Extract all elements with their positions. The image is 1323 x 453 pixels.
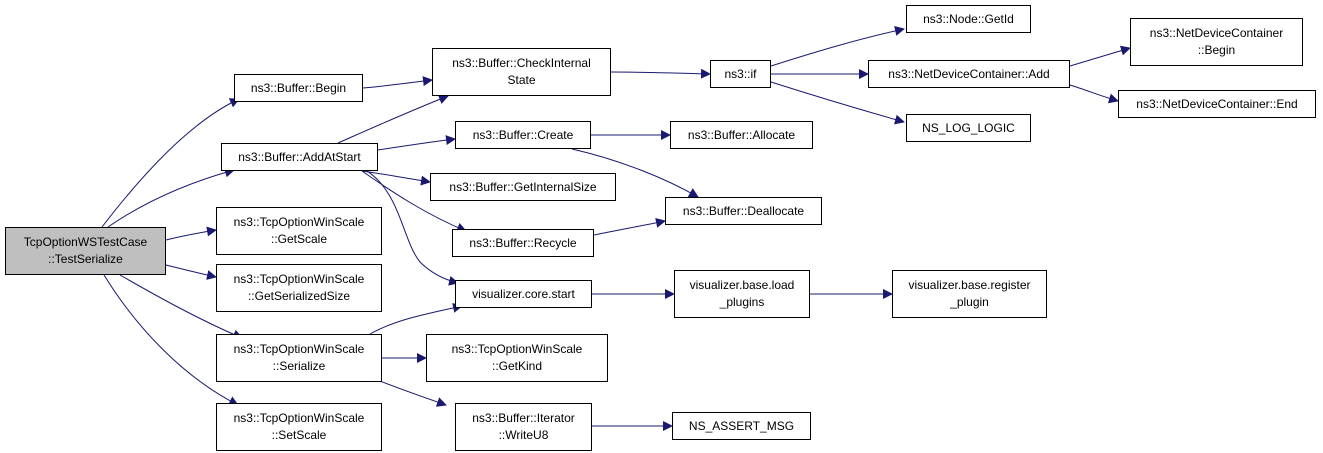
node-node-getid[interactable]: ns3::Node::GetId [906,5,1031,33]
edge-ns3if-getid [770,26,905,67]
node-getscale[interactable]: ns3::TcpOptionWinScale ::GetScale [216,207,382,255]
node-ns-assert-msg-label: NS_ASSERT_MSG [688,418,795,433]
node-ns3-if[interactable]: ns3::if [710,60,771,88]
node-getkind-line1: ns3::TcpOptionWinScale [451,342,583,356]
node-buffer-recycle-label: ns3::Buffer::Recycle [469,235,577,250]
edge-recycle-deallocate [593,217,666,236]
edge-ndcadd-ndcend [1069,84,1119,104]
node-root: TcpOptionWSTestCase ::TestSerialize [5,227,166,275]
node-ns-log-logic[interactable]: NS_LOG_LOGIC [906,114,1031,142]
node-serialize-line2: ::Serialize [272,359,326,373]
node-node-getid-label: ns3::Node::GetId [923,11,1014,26]
node-buffer-deallocate[interactable]: ns3::Buffer::Deallocate [665,197,822,225]
edge-addatstart-getinternalsize [361,170,431,186]
node-buffer-recycle[interactable]: ns3::Buffer::Recycle [452,229,594,257]
node-getscale-line1: ns3::TcpOptionWinScale [233,215,365,229]
node-buffer-begin-label: ns3::Buffer::Begin [250,80,347,95]
node-iterator-writeu8-line2: ::WriteU8 [498,428,549,442]
node-getinternalsize[interactable]: ns3::Buffer::GetInternalSize [430,173,616,201]
node-load-plugins-line2: _plugins [719,295,765,309]
node-buffer-addatstart-label: ns3::Buffer::AddAtStart [238,149,361,164]
node-checkinternalstate[interactable]: ns3::Buffer::CheckInternal State [432,48,611,96]
node-netdevicecontainer-end-label: ns3::NetDeviceContainer::End [1136,96,1298,111]
node-iterator-writeu8-line1: ns3::Buffer::Iterator [472,411,575,425]
node-getkind[interactable]: ns3::TcpOptionWinScale ::GetKind [426,334,608,382]
node-buffer-begin[interactable]: ns3::Buffer::Begin [234,74,363,102]
edge-create-deallocate [571,148,699,198]
node-register-plugin-line1: visualizer.base.register [908,278,1031,292]
edge-serialize-writeu8 [371,377,447,407]
node-buffer-deallocate-label: ns3::Buffer::Deallocate [682,203,805,218]
node-serialize[interactable]: ns3::TcpOptionWinScale ::Serialize [216,334,382,382]
edge-addatstart-create [377,135,456,151]
node-netdevicecontainer-add-label: ns3::NetDeviceContainer::Add [888,66,1050,81]
node-visualizer-core-start-label: visualizer.core.start [472,286,575,301]
node-visualizer-core-start[interactable]: visualizer.core.start [455,280,592,308]
edge-begin-checkinternal [362,76,433,89]
node-netdevicecontainer-begin-line2: ::Begin [1197,43,1236,57]
edge-addatstart-recycle [361,170,467,233]
node-ns-assert-msg[interactable]: NS_ASSERT_MSG [672,412,811,440]
node-getkind-line2: ::GetKind [491,359,543,373]
edge-addatstart-checkinternal [337,94,449,144]
edge-root-getscale [165,226,217,241]
node-getserializedsize-line2: ::GetSerializedSize [247,289,351,303]
node-setscale-line2: ::SetScale [271,428,327,442]
edge-root-addatstart [107,167,235,228]
node-setscale-line1: ns3::TcpOptionWinScale [233,411,365,425]
edge-root-begin [101,98,240,228]
node-serialize-line1: ns3::TcpOptionWinScale [233,342,365,356]
node-register-plugin[interactable]: visualizer.base.register _plugin [892,270,1047,318]
edge-root-getserializedsize [165,264,217,280]
node-register-plugin-line2: _plugin [950,295,989,309]
edge-root-setscale [103,274,239,406]
node-netdevicecontainer-add[interactable]: ns3::NetDeviceContainer::Add [868,60,1070,88]
node-buffer-create[interactable]: ns3::Buffer::Create [455,121,591,149]
node-setscale[interactable]: ns3::TcpOptionWinScale ::SetScale [216,403,382,451]
node-ns-log-logic-label: NS_LOG_LOGIC [922,120,1015,135]
edge-ndcadd-ndcbegin [1069,45,1131,67]
node-netdevicecontainer-begin-line1: ns3::NetDeviceContainer [1149,26,1284,40]
node-ns3-if-label: ns3::if [724,66,757,81]
node-load-plugins[interactable]: visualizer.base.load _plugins [674,270,810,318]
edge-serialize-viscorestart [369,303,463,335]
node-checkinternalstate-line1: ns3::Buffer::CheckInternal [452,56,591,70]
node-netdevicecontainer-end[interactable]: ns3::NetDeviceContainer::End [1118,90,1316,118]
node-getserializedsize[interactable]: ns3::TcpOptionWinScale ::GetSerializedSi… [216,264,382,312]
node-buffer-create-label: ns3::Buffer::Create [472,127,574,142]
node-getserializedsize-line1: ns3::TcpOptionWinScale [233,272,365,286]
edge-checkinternal-ns3if [610,68,711,79]
node-netdevicecontainer-begin[interactable]: ns3::NetDeviceContainer ::Begin [1130,18,1303,66]
node-load-plugins-line1: visualizer.base.load [689,278,795,292]
node-root-line2: ::TestSerialize [48,252,123,266]
edge-addatstart-viscorestart [361,167,459,286]
edge-ns3if-nsloglogic [770,81,905,125]
node-buffer-allocate-label: ns3::Buffer::Allocate [687,127,796,142]
node-buffer-allocate[interactable]: ns3::Buffer::Allocate [670,121,813,149]
node-getinternalsize-label: ns3::Buffer::GetInternalSize [449,179,597,194]
edge-root-serialize [119,274,243,340]
node-buffer-addatstart[interactable]: ns3::Buffer::AddAtStart [221,143,378,171]
node-checkinternalstate-line2: State [507,73,536,87]
node-root-line1: TcpOptionWSTestCase [23,235,148,249]
node-getscale-line2: ::GetScale [270,232,328,246]
node-iterator-writeu8[interactable]: ns3::Buffer::Iterator ::WriteU8 [455,403,592,451]
